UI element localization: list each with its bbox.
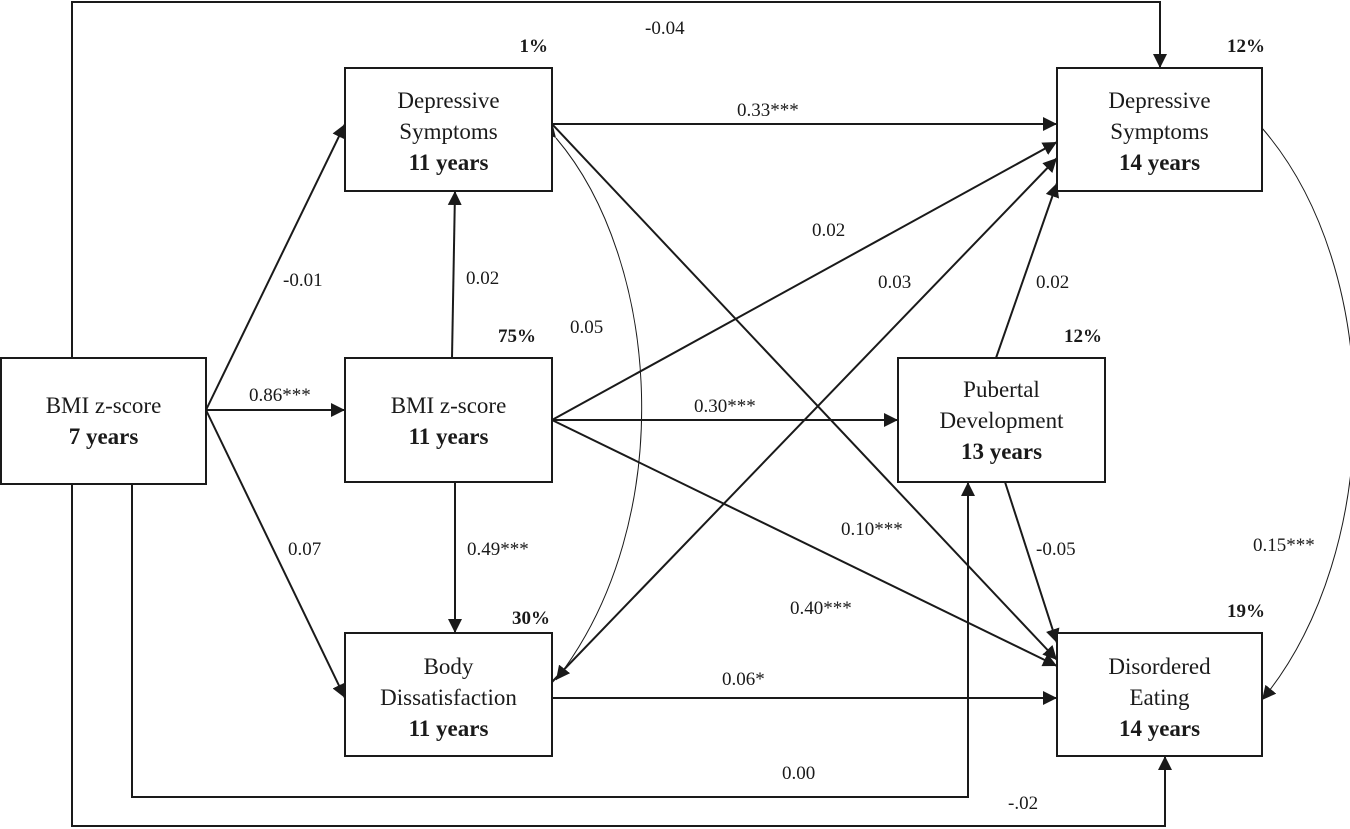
node-pub13-age: 13 years	[961, 439, 1042, 464]
node-dep11-line2: Symptoms	[399, 119, 497, 144]
r2-bmi11: 75%	[498, 326, 536, 347]
coef-body11-dep14: 0.03	[878, 272, 911, 293]
path-bmi7-to-dep11	[205, 123, 346, 411]
node-dep14-age: 14 years	[1119, 150, 1200, 175]
coef-bmi7-dep11: -0.01	[283, 270, 323, 291]
coef-bmi11-dep14: 0.02	[812, 220, 845, 241]
node-bmi7-age: 7 years	[69, 424, 139, 449]
coef-dep11-dep14: 0.33***	[737, 100, 799, 121]
path-dep11-to-de14	[551, 123, 1058, 661]
path-bmi11-to-dep14	[551, 141, 1058, 421]
path-bmi11-to-de14	[551, 419, 1058, 667]
coef-bmi7-bmi11: 0.86***	[249, 385, 311, 406]
node-dep11-line1: Depressive	[397, 88, 499, 113]
cov-dep11-body11	[541, 122, 643, 681]
coef-pub13-dep14: 0.02	[1036, 272, 1069, 293]
node-disordered-eating-14-years: Disordered Eating 14 years 19%	[1056, 601, 1265, 757]
node-bmi11-age: 11 years	[409, 424, 489, 449]
node-dep14-line2: Symptoms	[1110, 119, 1208, 144]
node-de14-line1: Disordered	[1108, 654, 1211, 679]
node-de14-age: 14 years	[1119, 716, 1200, 741]
path-bmi7-to-pub13	[131, 482, 975, 798]
node-de14-line2: Eating	[1129, 685, 1190, 710]
path-body11-to-dep14	[551, 157, 1058, 683]
cov-dep14-de14	[1247, 112, 1350, 701]
node-bmi11-line1: BMI z-score	[391, 393, 507, 418]
path-bmi7-to-body11	[205, 409, 346, 699]
node-depressive-14-years: Depressive Symptoms 14 years 12%	[1056, 36, 1265, 192]
coef-dep11-de14: 0.10***	[841, 519, 903, 540]
node-depressive-11-years: Depressive Symptoms 11 years 1%	[344, 36, 553, 192]
coef-bmi11-body11: 0.49***	[467, 539, 529, 560]
coef-bmi7-pub13: 0.00	[782, 763, 815, 784]
coef-pub13-de14: -0.05	[1036, 539, 1076, 560]
coef-bmi7-de14: -.02	[1008, 793, 1038, 814]
r2-dep11: 1%	[520, 36, 549, 57]
node-bmi-11-years: BMI z-score 11 years 75%	[344, 326, 553, 483]
node-body-dissatisfaction-11-years: Body Dissatisfaction 11 years 30%	[344, 608, 553, 757]
node-pub13-line2: Development	[940, 408, 1065, 433]
coef-bmi11-dep11: 0.02	[466, 268, 499, 289]
node-body11-line1: Body	[424, 654, 474, 679]
path-pub13-to-de14	[1004, 481, 1060, 644]
coef-body11-de14: 0.06*	[722, 669, 765, 690]
path-bmi7-to-de14	[71, 484, 1172, 827]
path-pub13-to-dep14	[995, 182, 1060, 359]
path-bmi7-to-dep14	[71, 1, 1167, 358]
node-dep11-age: 11 years	[409, 150, 489, 175]
node-pub13-line1: Pubertal	[963, 377, 1040, 402]
coef-bmi11-de14: 0.40***	[790, 598, 852, 619]
path-bmi11-to-dep11	[447, 190, 462, 359]
node-body11-line2: Dissatisfaction	[380, 685, 517, 710]
r2-dep14: 12%	[1227, 36, 1265, 57]
r2-pub13: 12%	[1064, 326, 1102, 347]
r2-de14: 19%	[1227, 601, 1265, 622]
node-pubertal-13-years: Pubertal Development 13 years 12%	[897, 326, 1106, 483]
node-bmi-7-years: BMI z-score 7 years	[0, 357, 207, 485]
coef-bmi7-body11: 0.07	[288, 539, 321, 560]
node-dep14-line1: Depressive	[1108, 88, 1210, 113]
coef-bmi7-dep14: -0.04	[645, 18, 685, 39]
coef-cov-dep11-body11: 0.05	[570, 317, 603, 338]
node-bmi7-line1: BMI z-score	[46, 393, 162, 418]
coef-cov-dep14-de14: 0.15***	[1253, 535, 1315, 556]
coef-bmi11-pub13: 0.30***	[694, 396, 756, 417]
node-body11-age: 11 years	[409, 716, 489, 741]
r2-body11: 30%	[512, 608, 550, 629]
